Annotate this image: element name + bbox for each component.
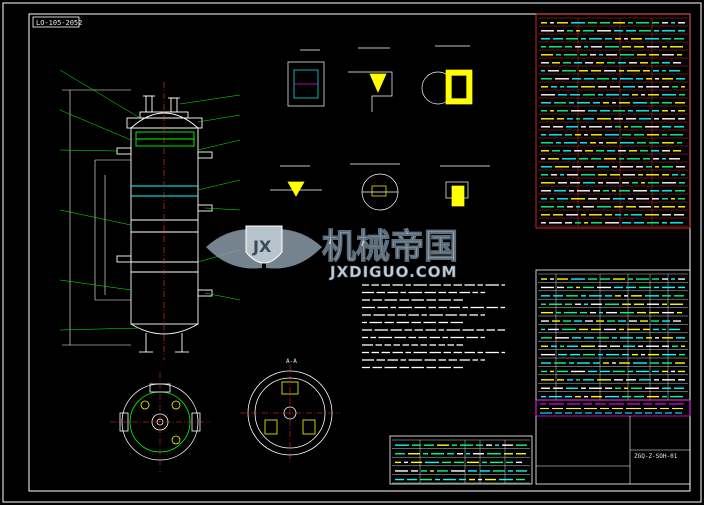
nozzle-table (389, 435, 533, 485)
drawing-number: ZGQ-Z-SOH-01 (634, 453, 678, 460)
vessel-elevation (62, 82, 213, 360)
watermark-chinese: 机械帝国 (322, 227, 458, 267)
design-data-table (535, 13, 691, 229)
title-block: ZGQ-Z-SOH-01 (535, 399, 691, 485)
watermark-latin: JXDIGUO.COM (329, 263, 457, 281)
section-a-a: A-A (240, 358, 340, 462)
plan-view (110, 372, 210, 472)
detail-sketches (270, 45, 490, 211)
parts-list-table (535, 269, 691, 401)
technical-notes (362, 284, 505, 369)
watermark: JX 机械帝国 JXDIGUO.COM (206, 225, 459, 281)
drawing-code-box: LO-105-2052 (32, 16, 82, 28)
section-label: A-A (286, 358, 297, 365)
leader-lines (59, 69, 241, 331)
logo-letters: JX (252, 237, 272, 256)
inner-frame (28, 13, 691, 492)
winged-shield-logo-icon: JX (206, 225, 322, 269)
drawing-code-label: LO-105-2052 (36, 19, 82, 27)
